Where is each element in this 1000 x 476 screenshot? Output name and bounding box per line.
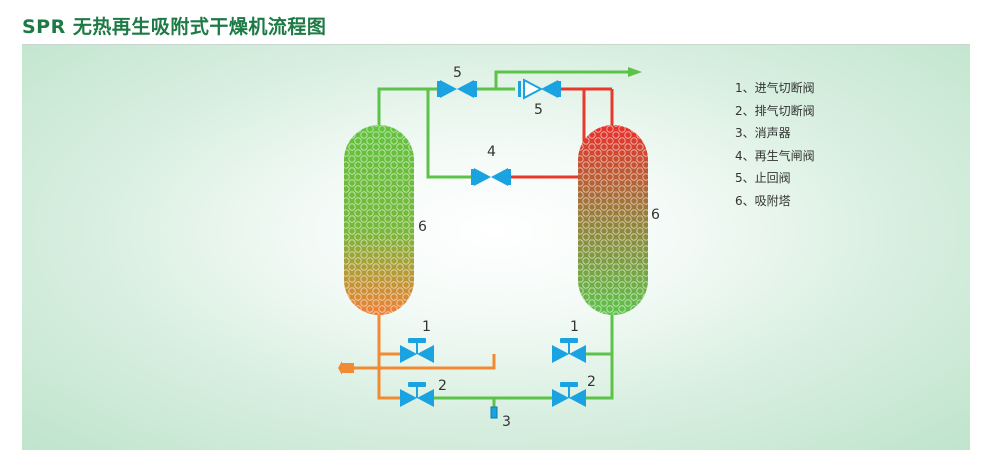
legend-item: 3、消声器: [735, 126, 791, 140]
adsorption-tower-left: [344, 125, 414, 315]
regen-valve-icon: [471, 168, 511, 186]
legend-item: 4、再生气闸阀: [735, 148, 815, 163]
label-muffler: 3: [502, 414, 511, 430]
label-inlet-valve-right: 1: [570, 319, 579, 335]
bottom-piping: [344, 315, 614, 409]
outlet-arrow-icon: [628, 67, 642, 77]
exhaust-valve-left-icon: [400, 382, 434, 407]
label-exhaust-valve-left: 2: [438, 378, 447, 394]
check-valve-right-icon: [518, 78, 561, 100]
pipe-right-inlet-branch: [586, 315, 614, 356]
legend-item: 2、排气切断阀: [735, 103, 815, 118]
pipe-outlet: [494, 70, 630, 89]
diagram-panel: 5 5 4 6 6 1 1 2 2 3 1、进气切断阀 2、排气切断阀 3、消声…: [22, 45, 970, 450]
flow-diagram: 5 5 4 6 6 1 1 2 2 3: [338, 65, 660, 430]
pipe-regen-hot: [508, 87, 586, 179]
legend-item: 1、进气切断阀: [735, 81, 815, 95]
legend-item: 5、止回阀: [735, 171, 791, 185]
inlet-valve-left-icon: [400, 338, 434, 363]
legend-item: 6、吸附塔: [735, 193, 791, 208]
inlet-valve-right-icon: [552, 338, 586, 363]
page-title: SPR 无热再生吸附式干燥机流程图: [22, 16, 327, 38]
muffler-icon: [490, 406, 498, 419]
label-check-valve-right: 5: [534, 102, 543, 118]
pipe-inlet-feed: [344, 354, 496, 370]
label-regen-valve: 4: [487, 144, 496, 160]
label-check-valve-left: 5: [453, 65, 462, 81]
exhaust-valve-right-icon: [552, 382, 586, 407]
label-tower-right: 6: [651, 207, 660, 223]
label-inlet-valve-left: 1: [422, 319, 431, 335]
pipe-right-exhaust-branch: [586, 354, 614, 400]
label-tower-left: 6: [418, 219, 427, 235]
label-exhaust-valve-right: 2: [587, 374, 596, 390]
check-valve-left-icon: [437, 80, 477, 98]
pipe-regen-left: [426, 89, 474, 179]
inlet-arrow-icon: [338, 361, 354, 375]
adsorption-tower-right: [578, 125, 648, 315]
pipe-left-tower-to-check-valve: [377, 87, 440, 140]
pipe-left-tower-bottom: [377, 315, 400, 400]
legend: 1、进气切断阀 2、排气切断阀 3、消声器 4、再生气闸阀 5、止回阀 6、吸附…: [735, 77, 815, 212]
title-divider: [22, 44, 970, 45]
